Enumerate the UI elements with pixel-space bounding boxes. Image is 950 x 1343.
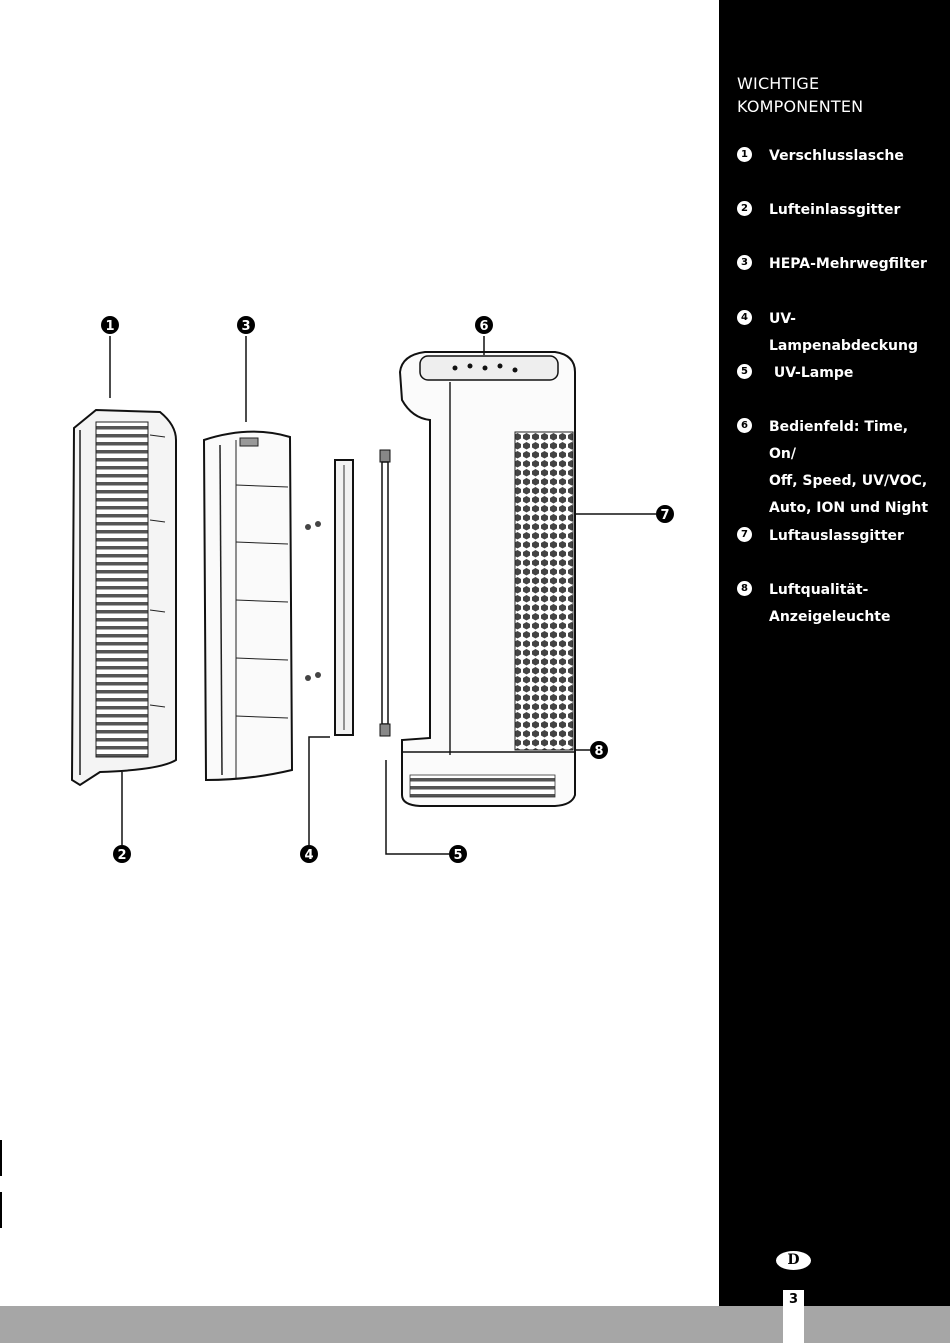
- uv-lamp-cover-part: [305, 459, 354, 736]
- component-label: Luftauslassgitter: [769, 528, 904, 544]
- callout-6: 6: [475, 316, 493, 334]
- callout-5: 5: [449, 845, 467, 863]
- exploded-view-diagram: 1 3 6 7 8 2 4 5: [70, 316, 674, 863]
- hepa-filter-part: [202, 430, 294, 782]
- purifier-main-unit: [398, 351, 576, 807]
- svg-text:6: 6: [479, 319, 488, 334]
- component-item-7: 7 Luftauslassgitter: [737, 523, 949, 550]
- component-item-1: 1 Verschlusslasche: [737, 143, 949, 170]
- component-item-3: 3 HEPA-Mehrwegfilter: [737, 251, 949, 278]
- svg-text:7: 7: [660, 508, 669, 523]
- component-label: Luftqualität- Anzeigeleuchte: [769, 582, 891, 625]
- component-number: 8: [737, 581, 752, 596]
- component-label: Verschlusslasche: [769, 148, 904, 164]
- component-number: 3: [737, 255, 752, 270]
- component-number: 5: [737, 364, 752, 379]
- binding-mark-bottom: [0, 1192, 2, 1228]
- binding-mark-top: [0, 1140, 2, 1176]
- callout-3: 3: [237, 316, 255, 334]
- page-number-box: [783, 1290, 804, 1343]
- callout-4: 4: [300, 845, 318, 863]
- component-item-2: 2 Lufteinlassgitter: [737, 197, 949, 224]
- callout-7: 7: [656, 505, 674, 523]
- component-item-6: 6 Bedienfeld: Time, On/ Off, Speed, UV/V…: [737, 414, 949, 522]
- svg-text:3: 3: [241, 319, 250, 334]
- component-label: UV-Lampenabdeckung: [769, 311, 918, 354]
- component-label: UV-Lampe: [769, 365, 854, 381]
- component-label: Lufteinlassgitter: [769, 202, 901, 218]
- component-number: 1: [737, 147, 752, 162]
- sidebar-title: WICHTIGE KOMPONENTEN: [737, 74, 864, 116]
- component-number: 2: [737, 201, 752, 216]
- footer-bar: [0, 1306, 950, 1343]
- component-number: 4: [737, 310, 752, 325]
- component-label: HEPA-Mehrwegfilter: [769, 256, 927, 272]
- callout-8: 8: [590, 741, 608, 759]
- component-item-5: 5 UV-Lampe: [737, 360, 949, 387]
- components-sidebar: WICHTIGE KOMPONENTEN 1 Verschlusslasche …: [719, 0, 950, 1307]
- callout-1: 1: [101, 316, 119, 334]
- svg-text:1: 1: [105, 319, 114, 334]
- svg-text:8: 8: [594, 744, 603, 759]
- callout-2: 2: [113, 845, 131, 863]
- component-number: 6: [737, 418, 752, 433]
- component-label: Bedienfeld: Time, On/ Off, Speed, UV/VOC…: [769, 419, 929, 516]
- svg-text:4: 4: [304, 848, 313, 863]
- uv-lamp-part: [379, 449, 391, 737]
- component-item-8: 8 Luftqualität- Anzeigeleuchte: [737, 577, 949, 631]
- air-inlet-grille-part: [70, 408, 177, 787]
- svg-text:5: 5: [453, 848, 462, 863]
- page-number: 3: [788, 1292, 799, 1307]
- component-number: 7: [737, 527, 752, 542]
- leader-lines: [109, 336, 656, 855]
- language-badge: D: [776, 1251, 811, 1270]
- svg-text:2: 2: [117, 848, 126, 863]
- component-item-4: 4 UV-Lampenabdeckung: [737, 306, 949, 360]
